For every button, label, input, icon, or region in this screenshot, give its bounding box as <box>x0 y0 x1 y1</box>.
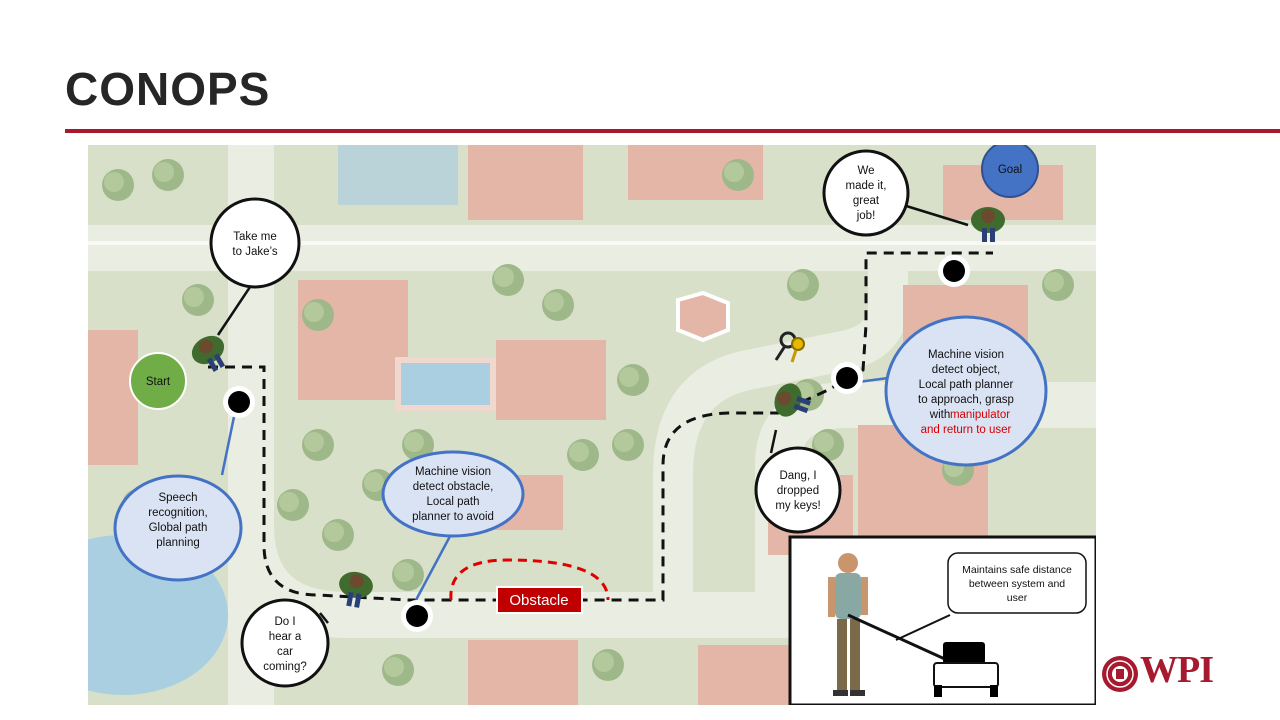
svg-text:user: user <box>1007 592 1028 604</box>
goal-node <box>981 145 1039 198</box>
obstacle-label: Obstacle <box>509 592 568 609</box>
bubble-made-it: We made it, great job! <box>822 149 910 237</box>
svg-text:detect object,: detect object, <box>932 364 1000 376</box>
svg-text:planning: planning <box>156 537 199 549</box>
inset-panel: Maintains safe distance between system a… <box>788 535 1096 705</box>
svg-text:and return to user: and return to user <box>921 424 1012 436</box>
svg-text:Machine vision: Machine vision <box>928 349 1004 361</box>
bubble-mv-obstacle: Machine vision detect obstacle, Local pa… <box>381 450 525 538</box>
title-divider <box>65 129 1280 133</box>
svg-text:dropped: dropped <box>777 485 819 497</box>
avoidance-arc <box>449 558 610 601</box>
planned-path <box>208 251 993 602</box>
obstacle-box <box>496 586 583 614</box>
svg-text:coming?: coming? <box>263 661 306 673</box>
slide-title: CONOPS <box>65 63 271 115</box>
svg-text:to approach, grasp: to approach, grasp <box>918 394 1014 406</box>
robot-cart <box>933 642 999 697</box>
map-canvas: Start Goal Obstacle Take me to Jake’s Do… <box>88 145 1096 705</box>
svg-text:Take me: Take me <box>233 231 276 243</box>
svg-text:Dang, I: Dang, I <box>779 470 816 482</box>
robot-marker-obstacle <box>401 600 433 632</box>
svg-text:planner to avoid: planner to avoid <box>412 511 494 523</box>
svg-text:great: great <box>853 195 880 207</box>
start-node <box>129 352 187 410</box>
bubble-dropped-keys: Dang, I dropped my keys! <box>754 446 842 534</box>
svg-text:Do I: Do I <box>274 616 295 628</box>
robot-marker-goal <box>938 255 970 287</box>
svg-text:job!: job! <box>856 210 876 222</box>
svg-text:my keys!: my keys! <box>775 500 820 512</box>
start-label: Start <box>146 376 171 388</box>
keys-icon <box>774 331 805 363</box>
svg-text:We: We <box>857 165 874 177</box>
bubble-mv-object: Machine vision detect object, Local path… <box>884 315 1048 467</box>
svg-text:Local path planner: Local path planner <box>919 379 1014 391</box>
svg-text:car: car <box>277 646 293 658</box>
svg-text:hear a: hear a <box>269 631 302 643</box>
robot-marker-start <box>223 386 255 418</box>
robot-marker-keys <box>831 362 863 394</box>
svg-text:manipulator: manipulator <box>950 409 1010 421</box>
goal-label: Goal <box>998 164 1022 176</box>
svg-text:Global path: Global path <box>149 522 208 534</box>
svg-text:recognition,: recognition, <box>148 507 207 519</box>
wpi-seal-icon <box>1102 656 1138 692</box>
svg-text:to Jake’s: to Jake’s <box>232 246 277 258</box>
bubble-car: Do I hear a car coming? <box>240 598 330 688</box>
inset-callout: Maintains safe distance between system a… <box>947 552 1087 614</box>
wpi-wordmark: WPI <box>1140 649 1214 691</box>
bubble-take-me: Take me to Jake’s <box>209 197 301 289</box>
bubble-speech-recognition: Speech recognition, Global path planning <box>113 474 243 582</box>
svg-text:between system and: between system and <box>969 578 1065 590</box>
svg-text:with: with <box>929 409 950 421</box>
standing-user-figure <box>828 553 868 696</box>
svg-text:detect obstacle,: detect obstacle, <box>413 481 494 493</box>
svg-text:Speech: Speech <box>158 492 197 504</box>
svg-text:made it,: made it, <box>846 180 887 192</box>
svg-text:Machine vision: Machine vision <box>415 466 491 478</box>
svg-text:Maintains safe distance: Maintains safe distance <box>962 564 1072 576</box>
svg-text:Local path: Local path <box>426 496 479 508</box>
conops-map: Start Goal Obstacle Take me to Jake’s Do… <box>88 145 1096 705</box>
